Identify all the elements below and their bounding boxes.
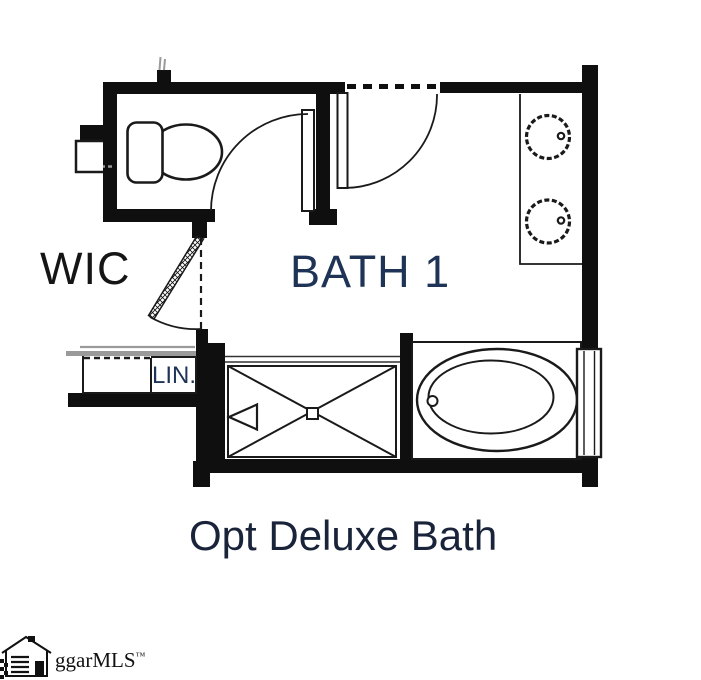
wc-door-swing-icon (210, 109, 315, 212)
linen-closet-icon (82, 356, 197, 394)
window-icon (575, 347, 603, 459)
bath-door-swing-icon (336, 84, 438, 189)
wall-wc-top (103, 82, 345, 94)
wall-wic-door-stub (192, 222, 207, 238)
vent-tick-2 (163, 58, 166, 71)
wall-shower-left-foot (193, 461, 210, 487)
house-door (35, 661, 44, 676)
shower-pan (227, 365, 397, 458)
wic-door-swing-icon (147, 235, 205, 331)
double-sink-vanity-icon (519, 94, 582, 265)
wall-wc-left (103, 82, 117, 222)
bathtub-icon (411, 341, 582, 460)
trademark-symbol: ™ (135, 651, 146, 662)
linen-box (82, 356, 197, 394)
sink-faucet-1 (556, 131, 566, 141)
shower-drain (306, 407, 319, 420)
house-icon (0, 635, 52, 679)
house-list-lines (11, 655, 29, 674)
walls (68, 65, 598, 487)
bath-door-leaf (336, 92, 349, 189)
shower-head-triangle (226, 402, 259, 432)
tub-faucet (426, 395, 439, 407)
fixtures (74, 84, 603, 460)
watermark-name: ggarMLS (55, 648, 136, 672)
vent-tick-1 (158, 56, 162, 71)
bath-door-arc (341, 93, 438, 189)
wall-wc-bottom (103, 209, 215, 222)
wall-wc-door-jamb (309, 209, 337, 225)
room-label-bath: BATH 1 (290, 246, 451, 297)
wc-door-arc (210, 113, 309, 212)
wall-top-right (440, 82, 598, 93)
wall-niche-nib (80, 125, 103, 141)
wall-right-lower (582, 455, 598, 487)
wall-shower-left (196, 343, 225, 463)
room-label-wic: WIC (40, 243, 131, 294)
window-frame (575, 347, 603, 459)
mls-watermark: ggarMLS™ (0, 634, 145, 680)
wc-door-leaf (301, 109, 315, 212)
linen-top-gray-band (66, 351, 196, 356)
wall-vent-stub (157, 70, 171, 83)
gray-lines (66, 56, 196, 356)
wall-wc-right (316, 88, 330, 212)
plan-caption: Opt Deluxe Bath (189, 512, 498, 559)
wic-door-leaf (147, 235, 205, 321)
sink-faucet-2 (556, 216, 566, 225)
wall-shower-tub-divider (400, 333, 413, 468)
house-checker-edge (0, 659, 8, 679)
toilet-icon (126, 121, 224, 184)
toilet-tank (126, 121, 164, 184)
room-label-linen: LIN. (152, 362, 197, 389)
house-chimney (28, 636, 35, 642)
wic-door-arc (149, 316, 202, 331)
vanity-counter (519, 94, 582, 265)
shower-pan-icon (225, 355, 400, 458)
wall-linen-bottom (68, 393, 210, 407)
wall-bottom (207, 459, 582, 473)
house-roof (1, 635, 52, 654)
wall-right-upper (582, 65, 598, 352)
sink-bowl-2 (524, 198, 572, 245)
watermark-text: ggarMLS™ (55, 648, 145, 673)
sink-bowl-1 (524, 113, 572, 161)
niche-box (74, 139, 103, 174)
